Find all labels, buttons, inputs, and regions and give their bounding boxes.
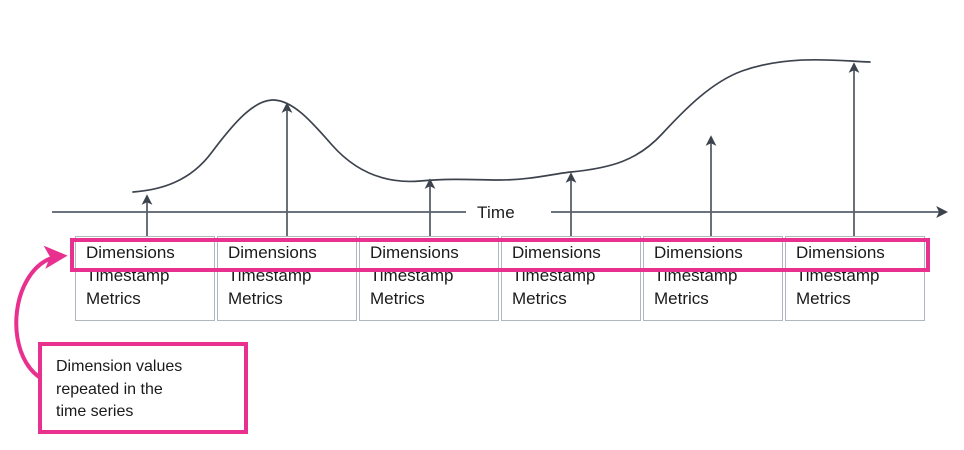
record-field-dimensions: Dimensions — [512, 243, 601, 262]
record-box-1[interactable]: Dimensions Timestamp Metrics — [75, 236, 215, 321]
record-box-3[interactable]: Dimensions Timestamp Metrics — [359, 236, 499, 321]
record-field-dimensions: Dimensions — [370, 243, 459, 262]
record-field-timestamp: Timestamp — [512, 266, 596, 285]
callout-box: Dimension values repeated in the time se… — [38, 342, 248, 434]
record-box-4[interactable]: Dimensions Timestamp Metrics — [501, 236, 641, 321]
callout-line-1: Dimension values — [56, 358, 183, 375]
record-field-timestamp: Timestamp — [86, 266, 170, 285]
record-field-timestamp: Timestamp — [370, 266, 454, 285]
record-field-metrics: Metrics — [86, 289, 141, 308]
record-field-metrics: Metrics — [654, 289, 709, 308]
record-field-metrics: Metrics — [512, 289, 567, 308]
record-field-metrics: Metrics — [796, 289, 851, 308]
record-box-5[interactable]: Dimensions Timestamp Metrics — [643, 236, 783, 321]
callout-line-3: time series — [56, 403, 134, 420]
time-series-curve — [132, 58, 871, 193]
record-field-dimensions: Dimensions — [86, 243, 175, 262]
record-field-timestamp: Timestamp — [654, 266, 738, 285]
record-field-metrics: Metrics — [228, 289, 283, 308]
callout-line-2: repeated in the — [56, 380, 163, 398]
record-field-timestamp: Timestamp — [796, 266, 880, 285]
record-field-timestamp: Timestamp — [228, 266, 312, 285]
time-axis-label: Time — [477, 203, 515, 222]
record-field-dimensions: Dimensions — [796, 243, 885, 262]
record-box-2[interactable]: Dimensions Timestamp Metrics — [217, 236, 357, 321]
record-field-dimensions: Dimensions — [228, 243, 317, 262]
record-box-6[interactable]: Dimensions Timestamp Metrics — [785, 236, 925, 321]
record-field-dimensions: Dimensions — [654, 243, 743, 262]
callout-connector-arrow — [14, 245, 68, 382]
record-field-metrics: Metrics — [370, 289, 425, 308]
